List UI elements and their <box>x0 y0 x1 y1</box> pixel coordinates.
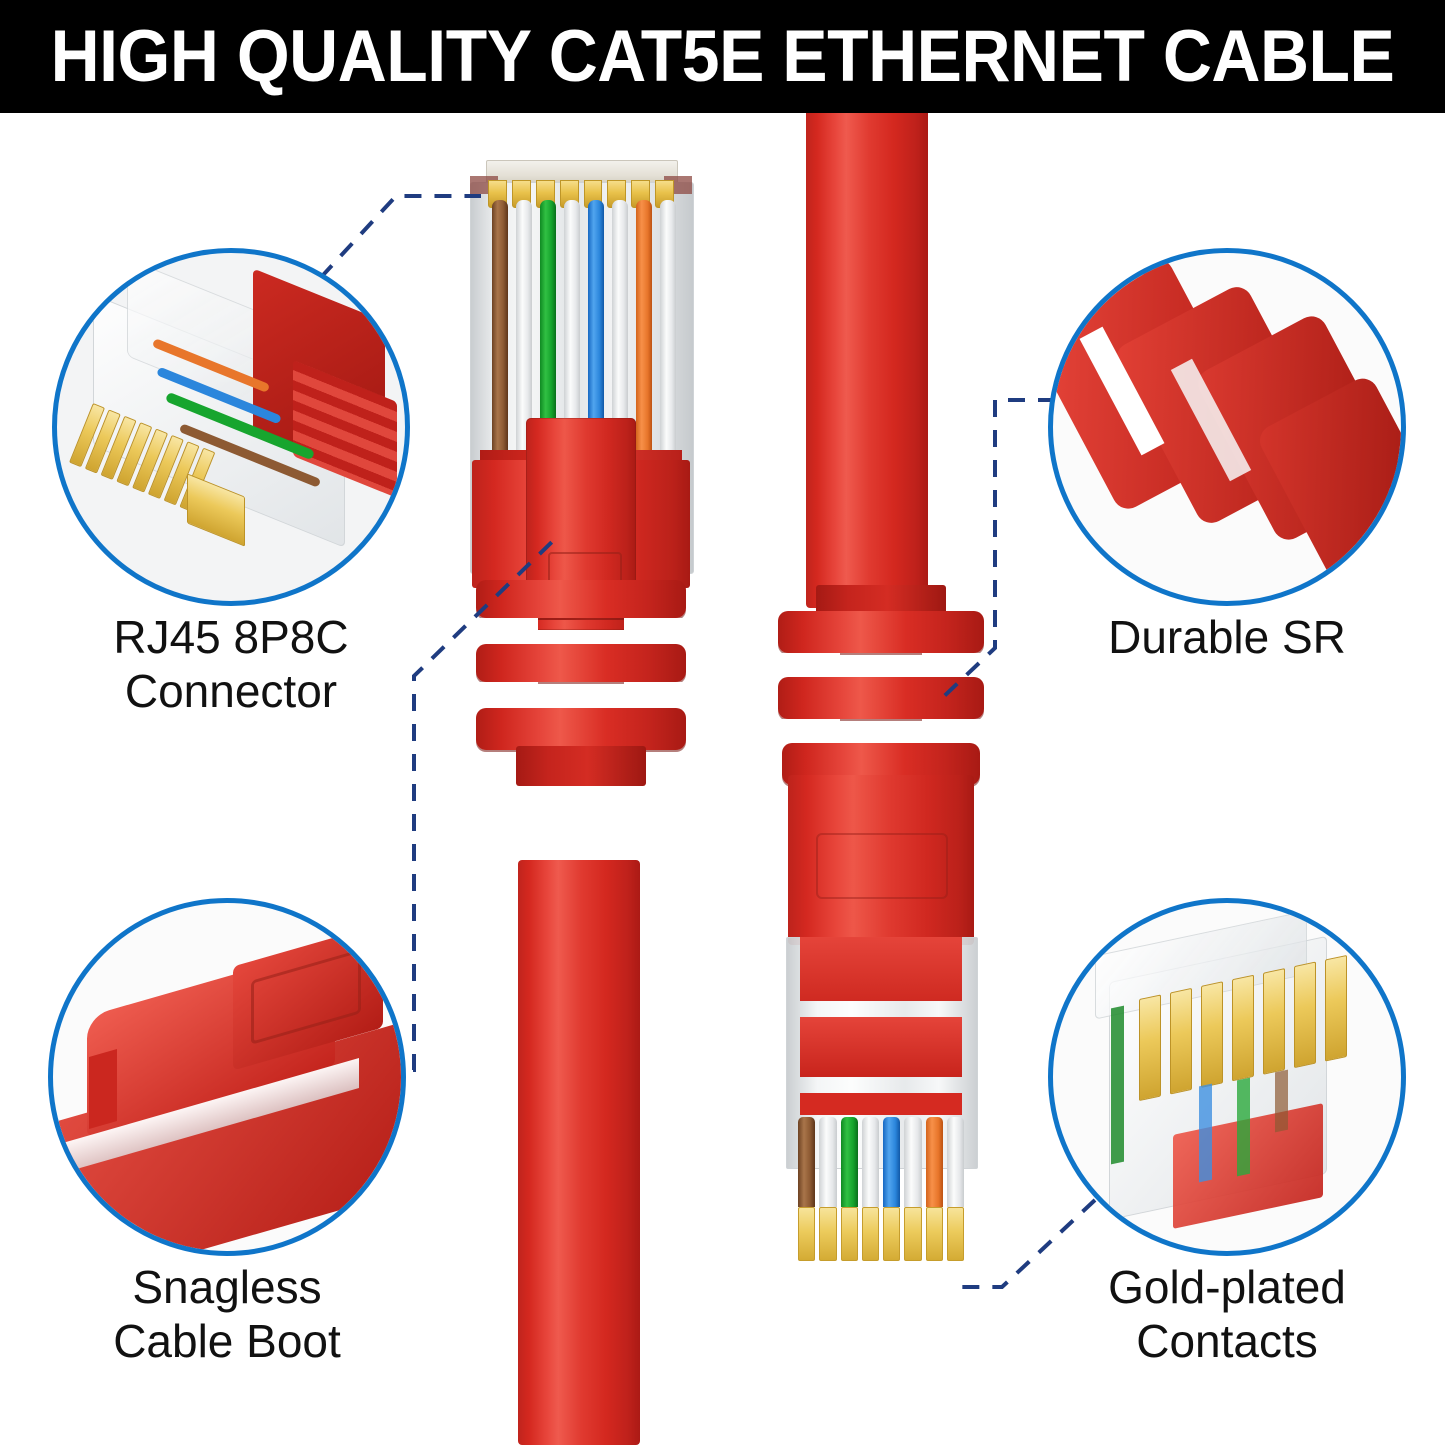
gold-contact <box>925 1207 943 1261</box>
rj45-connector-icon <box>57 253 405 601</box>
strain-relief-gap <box>778 653 840 679</box>
callout-rj45-connector[interactable]: RJ45 8P8C Connector <box>52 248 410 717</box>
wire-brown <box>492 200 508 480</box>
callout-label-gold-contacts: Gold-plated Contacts <box>1108 1261 1346 1368</box>
gold-contact <box>1232 974 1254 1082</box>
wire-brown <box>798 1117 816 1207</box>
gold-contact <box>1263 968 1285 1075</box>
gold-contact <box>861 1207 879 1261</box>
wire-green <box>1237 1077 1250 1177</box>
wire-green <box>1111 1005 1124 1165</box>
connector-inner-red-lower <box>800 1017 962 1077</box>
gold-contact <box>798 1207 816 1261</box>
wire-white <box>904 1117 922 1207</box>
gold-contact <box>1139 994 1161 1102</box>
wire-white <box>612 200 628 480</box>
wire-orange <box>925 1117 943 1207</box>
gold-contact <box>883 1207 901 1261</box>
wire-white <box>946 1117 964 1207</box>
wire-white <box>516 200 532 480</box>
strain-relief-gap <box>922 719 984 745</box>
callout-durable-sr[interactable]: Durable SR <box>1048 248 1406 663</box>
wire-green <box>540 200 556 480</box>
wire-white <box>819 1117 837 1207</box>
wire-row <box>798 1117 964 1207</box>
wire-blue <box>883 1117 901 1207</box>
gold-contact <box>1294 961 1316 1069</box>
gold-pin-row <box>488 180 674 208</box>
wire-blue <box>1199 1083 1212 1183</box>
strain-relief-gap <box>778 719 840 745</box>
strain-relief-gap <box>624 618 686 644</box>
wire-white <box>660 200 676 480</box>
wire-brown <box>1275 1069 1288 1133</box>
callout-gold-contacts[interactable]: Gold-plated Contacts <box>1048 898 1406 1367</box>
wire-white <box>861 1117 879 1207</box>
page-title: HIGH QUALITY CAT5E ETHERNET CABLE <box>50 16 1395 97</box>
boot-leg <box>89 1048 117 1130</box>
callout-circle <box>1048 898 1406 1256</box>
callout-circle <box>1048 248 1406 606</box>
connector-red-body <box>788 775 974 945</box>
wire-blue <box>588 200 604 480</box>
cable-boot-icon <box>53 903 401 1251</box>
gold-contact <box>904 1207 922 1261</box>
header-banner: HIGH QUALITY CAT5E ETHERNET CABLE <box>0 0 1445 113</box>
gold-contact <box>1170 987 1192 1095</box>
wire-green <box>840 1117 858 1207</box>
cable-segment-top <box>806 108 928 608</box>
strain-relief-gap <box>624 682 686 708</box>
connector-red-bar <box>800 1093 962 1115</box>
connector-panel <box>816 833 948 899</box>
callout-circle <box>52 248 410 606</box>
callout-snagless-boot[interactable]: Snagless Cable Boot <box>48 898 406 1367</box>
connector-inner-red-upper <box>800 937 962 1001</box>
callout-label-rj45: RJ45 8P8C Connector <box>113 611 349 718</box>
rj45-connector-right <box>770 585 992 1305</box>
wire-orange <box>636 200 652 480</box>
callout-label-snagless: Snagless Cable Boot <box>113 1261 341 1368</box>
gold-contact <box>819 1207 837 1261</box>
strain-relief-icon <box>1053 253 1401 601</box>
callout-label-durable-sr: Durable SR <box>1108 611 1346 663</box>
gold-contact <box>1201 981 1223 1088</box>
wire-white <box>564 200 580 480</box>
gold-contacts-icon <box>1053 903 1401 1251</box>
gold-contact <box>840 1207 858 1261</box>
gold-contact <box>1325 954 1347 1062</box>
callout-circle <box>48 898 406 1256</box>
